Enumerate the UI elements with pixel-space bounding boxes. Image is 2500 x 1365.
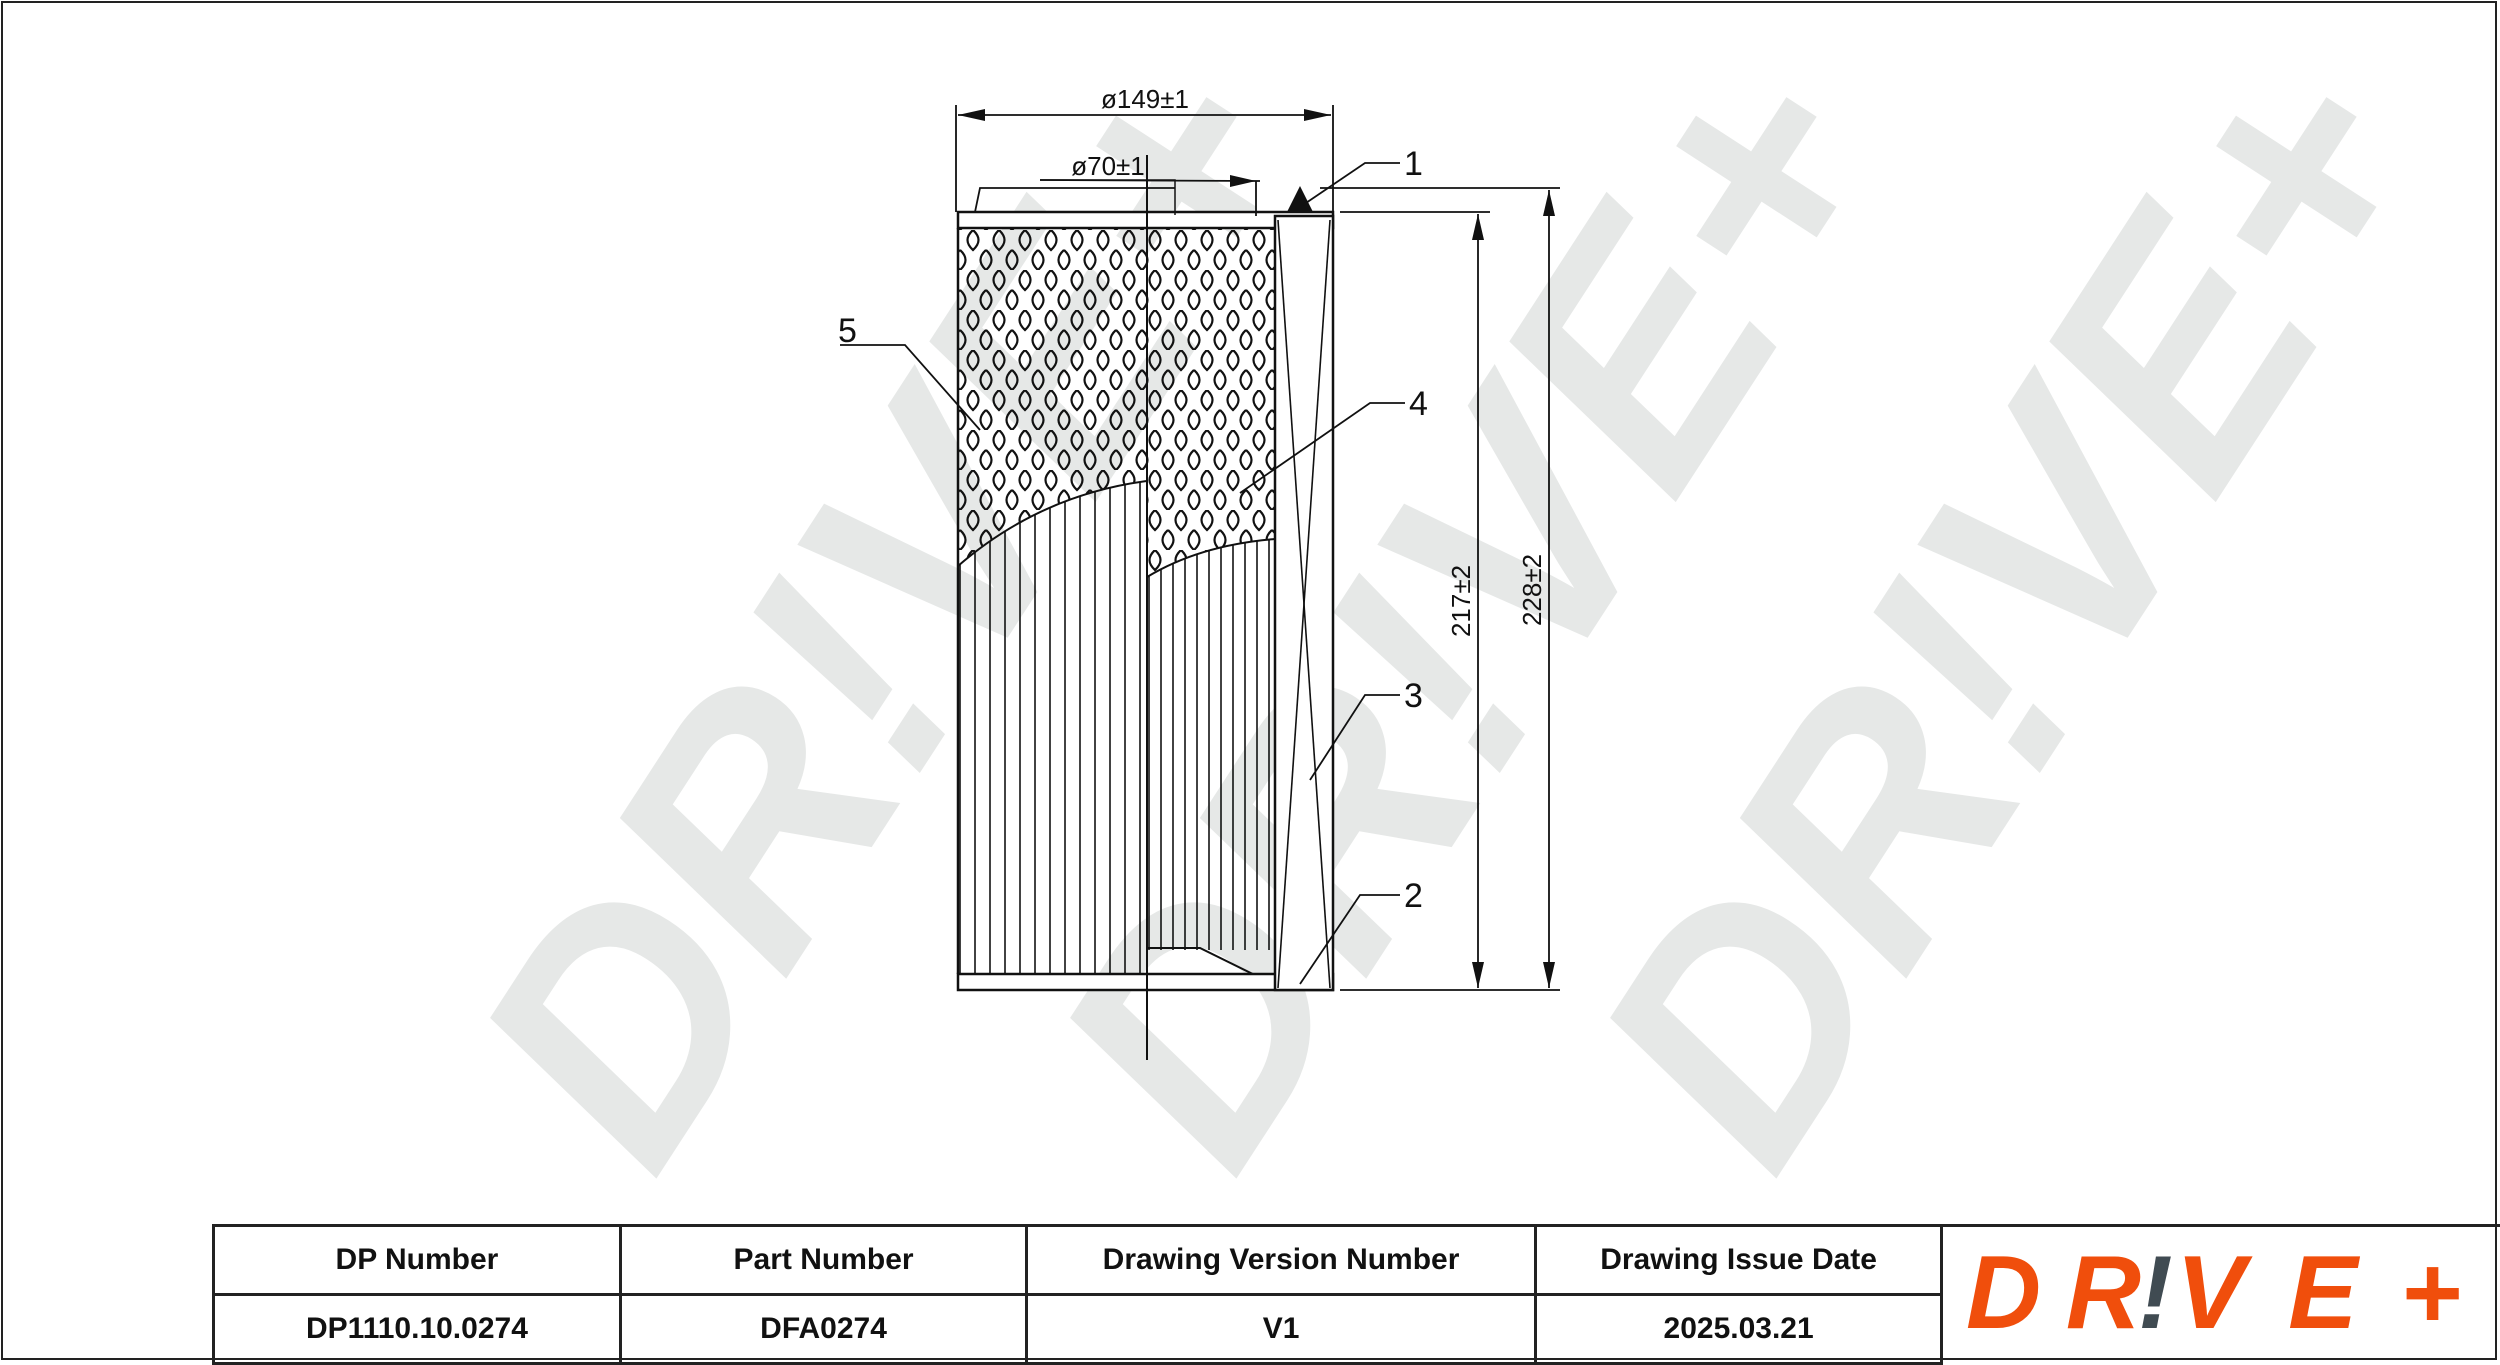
header-drawing-version: Drawing Version Number <box>1025 1224 1537 1296</box>
svg-text:!: ! <box>2138 1248 2173 1338</box>
title-block: DP Number Part Number Drawing Version Nu… <box>212 1224 2500 1365</box>
logo-mark: DR ! VE+ <box>1966 1248 2461 1338</box>
dimension-outer-diameter: ø149±1 <box>1101 84 1189 114</box>
callout-1: 1 <box>1404 145 1423 183</box>
pleats-right <box>1147 539 1275 950</box>
callout-5: 5 <box>838 312 857 350</box>
header-part-number: Part Number <box>618 1224 1029 1296</box>
header-issue-date: Drawing Issue Date <box>1533 1224 1944 1296</box>
logo-cell <box>1940 1224 2500 1364</box>
drive-plus-logo: DR ! VE+ <box>1937 1227 2495 1358</box>
dimension-height-inner: 217±2 <box>1446 565 1476 637</box>
value-issue-date: 2025.03.21 <box>1533 1293 1944 1365</box>
callout-2: 2 <box>1404 877 1423 915</box>
svg-text:DR: DR <box>1966 1248 2141 1338</box>
value-part-number: DFA0274 <box>618 1293 1029 1365</box>
dimension-height-total: 228±2 <box>1517 554 1547 626</box>
outer-mesh <box>958 228 1275 577</box>
callout-3: 3 <box>1404 677 1423 715</box>
pleats-left <box>958 481 1147 974</box>
value-drawing-version: V1 <box>1025 1293 1537 1365</box>
dimension-inner-diameter: ø70±1 <box>1071 151 1145 181</box>
callout-4: 4 <box>1409 385 1428 423</box>
svg-text:VE+: VE+ <box>2176 1248 2461 1338</box>
value-dp-number: DP1110.10.0274 <box>212 1293 622 1365</box>
header-dp-number: DP Number <box>212 1224 622 1296</box>
